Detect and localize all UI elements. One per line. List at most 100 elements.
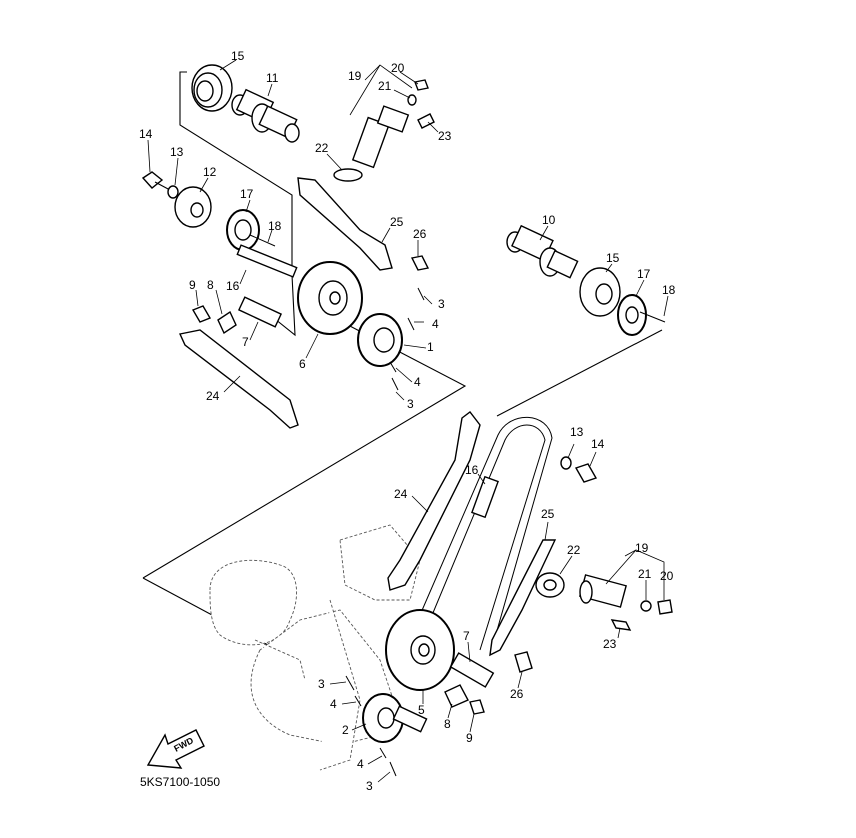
callout-8-lower: 8 <box>444 717 451 731</box>
callout-16: 16 <box>226 279 240 293</box>
chain-segment-16-lower <box>471 475 499 519</box>
stopper-8-lower <box>444 684 469 708</box>
callout-19: 19 <box>348 69 362 83</box>
callout-6: 6 <box>299 357 306 371</box>
chain-segment-16-upper <box>236 244 298 278</box>
callout-14: 14 <box>139 127 153 141</box>
camshaft-10 <box>506 224 579 279</box>
callout-9-lower: 9 <box>466 731 473 745</box>
callout-21: 21 <box>378 79 392 93</box>
spring-3a <box>417 287 425 301</box>
crankcase-outline <box>209 524 421 771</box>
diagram-code: 5KS7100-1050 <box>140 775 220 789</box>
washer-21-upper <box>407 94 417 106</box>
callout-14-lower: 14 <box>591 437 605 451</box>
callout-23-lower: 23 <box>603 637 617 651</box>
callout-3-crank: 3 <box>318 677 325 691</box>
callout-24: 24 <box>206 389 220 403</box>
callout-11: 11 <box>266 71 279 85</box>
callout-4-crank: 4 <box>330 697 337 711</box>
bolt-23-upper <box>417 113 435 129</box>
upper-tensioner-group <box>297 79 435 271</box>
sprocket-6 <box>297 261 363 335</box>
callout-labels: 15 11 19 20 21 23 14 13 12 22 17 18 25 2… <box>139 49 676 793</box>
bolt-14-upper <box>141 171 171 191</box>
callout-9: 9 <box>189 278 196 292</box>
sprocket-5 <box>385 609 455 691</box>
camshaft-11 <box>231 88 300 143</box>
callout-19-lower: 19 <box>635 541 649 555</box>
tensioner-guide-25-lower <box>489 539 557 657</box>
callout-26-lower: 26 <box>510 687 524 701</box>
callout-10: 10 <box>542 213 556 227</box>
callout-3-bottom: 3 <box>366 779 373 793</box>
callout-24-lower: 24 <box>394 487 408 501</box>
plate-12 <box>174 186 212 228</box>
callout-25-lower: 25 <box>541 507 555 521</box>
callout-22: 22 <box>315 141 329 155</box>
callout-15-right: 15 <box>606 251 620 265</box>
callout-7: 7 <box>242 335 249 349</box>
sprocket-1 <box>357 313 403 367</box>
pin-18-right <box>639 311 666 323</box>
washer-21-lower <box>640 600 652 612</box>
callout-22-lower: 22 <box>567 543 581 557</box>
callout-20: 20 <box>391 61 405 75</box>
chain-guide-24-lower <box>387 411 481 591</box>
callout-7-lower: 7 <box>463 629 470 643</box>
bearing-15-upper <box>191 64 233 112</box>
gasket-22-upper <box>333 168 363 182</box>
callout-4-bottom: 4 <box>357 757 364 771</box>
stopper-8-upper <box>217 310 237 335</box>
pin-4d <box>379 747 387 759</box>
upper-left-camshaft-group <box>141 64 425 429</box>
callout-20-lower: 20 <box>660 569 674 583</box>
callout-13: 13 <box>170 145 184 159</box>
pin-4b <box>389 361 397 373</box>
leader-lines <box>147 59 669 783</box>
callout-25: 25 <box>390 215 404 229</box>
tensioner-guide-25-upper <box>297 177 393 271</box>
bolt-9-upper <box>191 305 212 323</box>
forward-arrow: FWD <box>146 729 205 769</box>
callout-2: 2 <box>342 723 349 737</box>
callout-16-lower: 16 <box>465 463 479 477</box>
callout-17-right: 17 <box>637 267 651 281</box>
lower-chain-group <box>345 411 673 777</box>
pin-4a <box>407 317 415 331</box>
callout-4-lower: 4 <box>414 375 421 389</box>
callout-26: 26 <box>413 227 427 241</box>
callout-8: 8 <box>207 278 214 292</box>
chain-guide-24-upper <box>178 329 299 429</box>
bearing-15-right <box>579 267 621 317</box>
callout-1: 1 <box>427 340 434 354</box>
callout-18-right: 18 <box>662 283 676 297</box>
shaft-7-upper <box>237 296 283 328</box>
callout-23: 23 <box>438 129 452 143</box>
bolt-23-lower <box>610 619 632 631</box>
pin-4c <box>354 695 362 707</box>
washer-13-upper <box>167 185 179 199</box>
callout-13-lower: 13 <box>570 425 584 439</box>
callout-15: 15 <box>231 49 245 63</box>
callout-17: 17 <box>240 187 254 201</box>
bolt-20-upper <box>414 79 429 91</box>
shaft-7-lower <box>449 652 495 688</box>
spring-3c <box>345 675 355 691</box>
callout-3-lower: 3 <box>407 397 414 411</box>
bolt-26-lower <box>514 651 533 673</box>
washer-13-lower <box>560 456 572 470</box>
sprocket-17-right <box>617 294 647 336</box>
callout-4: 4 <box>432 317 439 331</box>
spring-3b <box>391 377 399 391</box>
bolt-20-lower <box>657 599 673 615</box>
callout-21-lower: 21 <box>638 567 652 581</box>
spring-3d <box>389 761 397 777</box>
bolt-14-lower <box>574 463 598 483</box>
callout-12: 12 <box>203 165 217 179</box>
callout-3: 3 <box>438 297 445 311</box>
bolt-9-lower <box>469 699 485 715</box>
upper-right-camshaft-group <box>506 224 666 336</box>
